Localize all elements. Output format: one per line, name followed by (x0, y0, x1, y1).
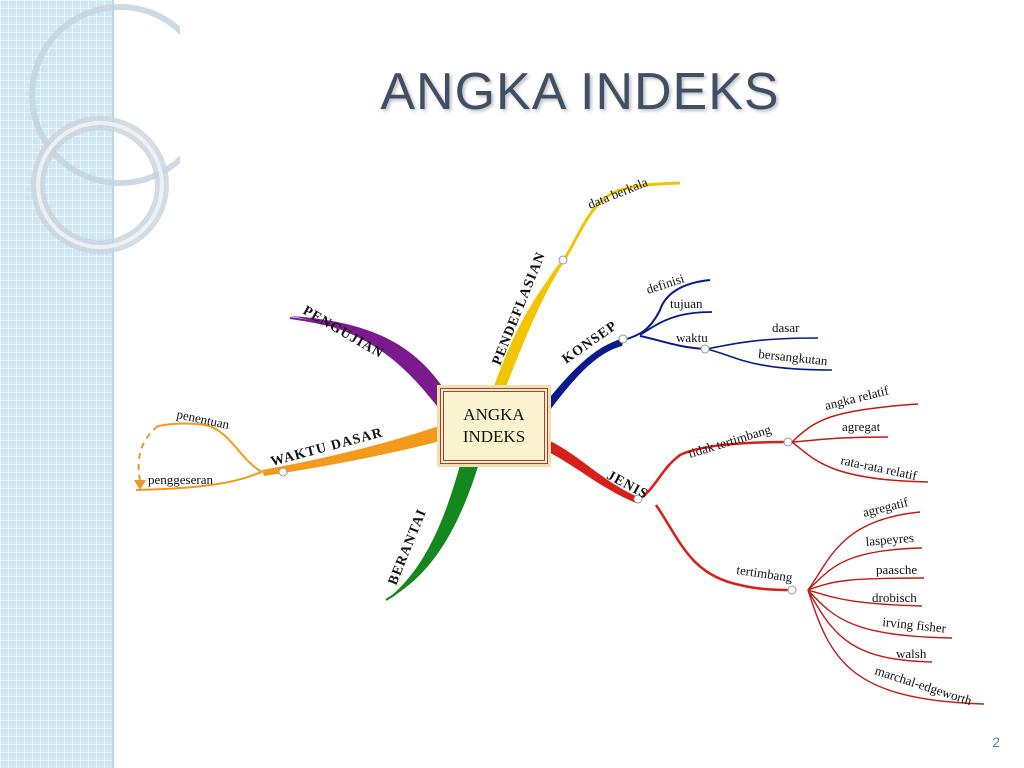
label-berantai: BERANTAI (386, 507, 430, 588)
leaf-paasche: paasche (876, 562, 917, 577)
leaf-data-berkala: data berkala (586, 174, 650, 212)
central-topic-line-1: ANGKA (463, 405, 525, 424)
leaf-tujuan: tujuan (670, 296, 703, 311)
central-topic-line-2: INDEKS (462, 427, 526, 446)
leaf-dasar: dasar (772, 320, 800, 335)
leaf-walsh: walsh (896, 646, 927, 661)
slide-title: ANGKA INDEKS (380, 63, 780, 121)
leaf-penggeseran: penggeseran (148, 472, 213, 487)
leaf-bersangkutan: bersangkutan (758, 346, 829, 368)
leaf-marchal-edgeworth: marchal-edgeworth (873, 663, 974, 709)
leaf-agregatif: agregatif (861, 494, 910, 520)
leaf-angka-relatif: angka relatif (823, 382, 891, 413)
leaf-laspeyres: laspeyres (865, 530, 914, 549)
central-topic-box: ANGKA INDEKS (440, 388, 548, 464)
leaf-agregat: agregat (842, 419, 881, 434)
leaf-tidak-tertimbang: tidak tertimbang (686, 421, 773, 461)
leaf-drobisch: drobisch (872, 590, 917, 605)
branch-konsep (623, 279, 711, 341)
leaf-definisi: definisi (644, 270, 686, 296)
page-number: 2 (992, 734, 1000, 750)
decorative-rings (29, 4, 180, 254)
leaf-tertimbang: tertimbang (736, 562, 794, 585)
leaf-penentuan: penentuan (175, 406, 231, 432)
leaf-irving-fisher: irving fisher (882, 614, 948, 636)
leaf-waktu: waktu (676, 330, 708, 345)
dashed-arrow (137, 425, 159, 481)
branch-jenis (637, 440, 789, 502)
branch-waktu-dasar (157, 422, 263, 473)
